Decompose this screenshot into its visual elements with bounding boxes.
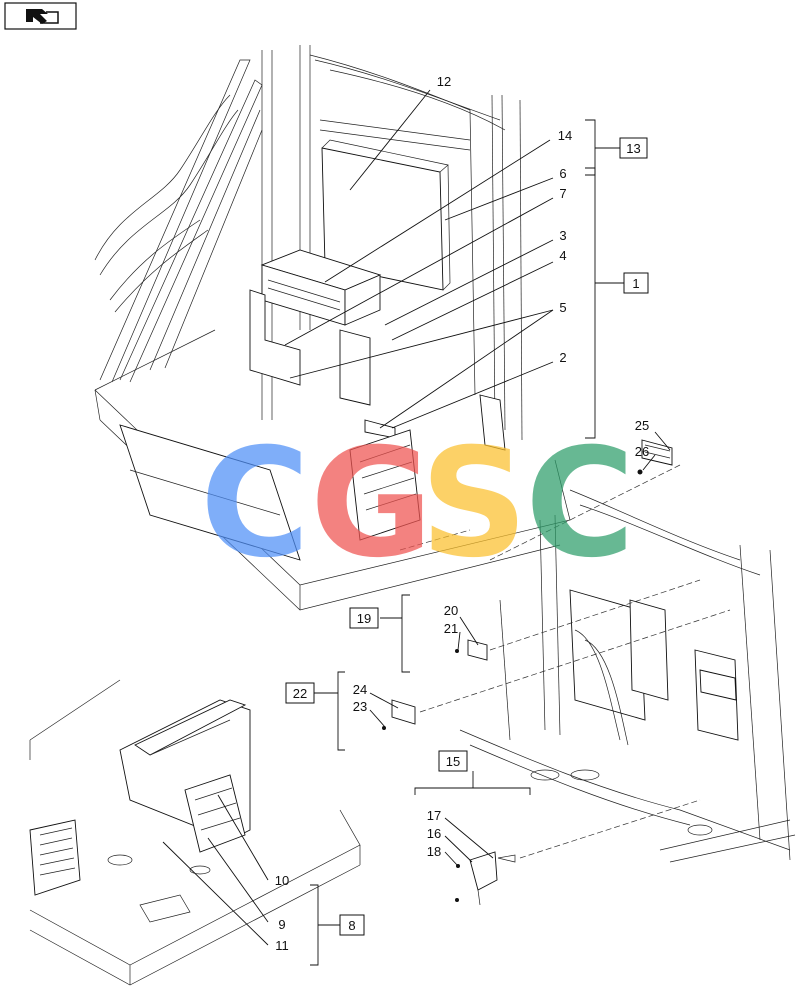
assembly-dashed-lines [399, 464, 731, 859]
callout-16: 16 [427, 826, 441, 841]
cgsc-watermark: C G S C [200, 417, 635, 591]
callout-14: 14 [558, 128, 572, 143]
callout-7: 7 [559, 186, 566, 201]
callout-10: 10 [275, 873, 289, 888]
callout-25: 25 [635, 418, 649, 433]
boxed-callout-8: 8 [339, 914, 365, 936]
watermark-letter-s: S [420, 417, 528, 591]
callout-18: 18 [427, 844, 441, 859]
callout-20: 20 [444, 603, 458, 618]
callout-labels: 12 14 6 7 3 4 5 2 25 26 20 21 24 23 17 1… [275, 74, 649, 953]
watermark-letter-c2: C [525, 417, 635, 591]
lower-right-cab-drawing [459, 489, 796, 863]
lower-left-floor-drawing [29, 679, 361, 986]
svg-text:8: 8 [348, 918, 355, 933]
callout-5: 5 [559, 300, 566, 315]
arrow-to-page-icon[interactable] [4, 2, 77, 30]
callout-17: 17 [427, 808, 441, 823]
svg-text:22: 22 [293, 686, 307, 701]
boxed-callout-15: 15 [438, 750, 468, 772]
small-parts [382, 439, 673, 906]
callout-21: 21 [444, 621, 458, 636]
group-brackets [310, 119, 624, 966]
boxed-callout-13: 13 [619, 137, 648, 159]
leader-lines [162, 89, 671, 946]
boxed-callout-1: 1 [623, 272, 649, 294]
callout-12: 12 [437, 74, 451, 89]
boxed-callout-19: 19 [349, 607, 379, 629]
callout-2: 2 [559, 350, 566, 365]
upper-chassis-drawing [94, 45, 571, 611]
callout-24: 24 [353, 682, 367, 697]
callout-3: 3 [559, 228, 566, 243]
callout-9: 9 [278, 917, 285, 932]
watermark-letter-c1: C [200, 417, 310, 591]
svg-text:1: 1 [632, 276, 639, 291]
callout-26: 26 [635, 444, 649, 459]
svg-text:15: 15 [446, 754, 460, 769]
callout-6: 6 [559, 166, 566, 181]
svg-text:19: 19 [357, 611, 371, 626]
svg-text:13: 13 [626, 141, 640, 156]
callout-11: 11 [275, 938, 289, 953]
callout-4: 4 [559, 248, 566, 263]
callout-23: 23 [353, 699, 367, 714]
boxed-callout-22: 22 [285, 682, 315, 704]
watermark-letter-g: G [310, 417, 433, 591]
